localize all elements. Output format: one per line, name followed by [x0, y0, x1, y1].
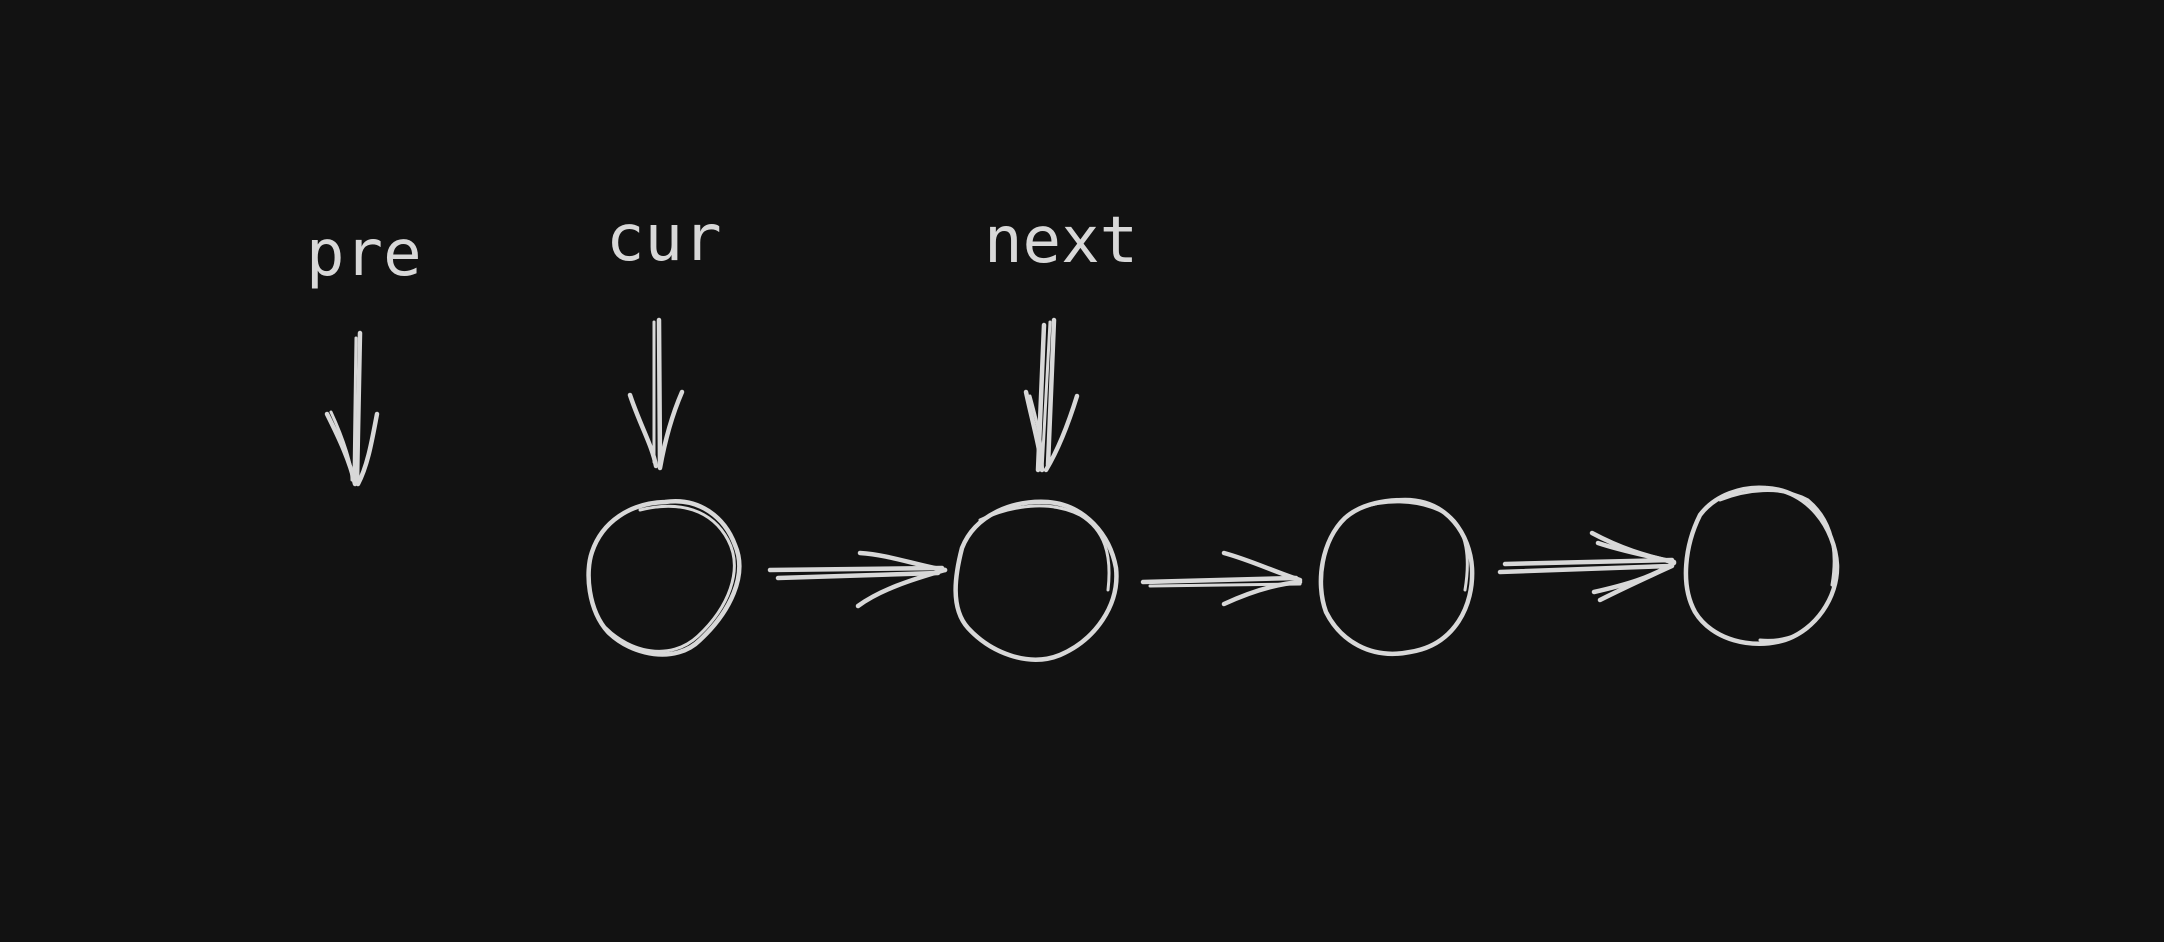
list-node-2	[953, 499, 1119, 662]
edge-arrow-1	[767, 550, 948, 609]
list-node-1	[586, 499, 742, 657]
pointer-label-cur: cur	[606, 202, 722, 276]
pointer-arrow-pre	[324, 330, 380, 487]
pointer-label-next: next	[984, 204, 1138, 278]
pointer-arrow-next	[1023, 317, 1080, 473]
pointer-arrow-cur	[627, 317, 685, 471]
list-node-4	[1683, 485, 1840, 647]
list-node-3	[1318, 497, 1475, 656]
edge-arrow-3	[1497, 530, 1677, 603]
edge-arrow-2	[1140, 550, 1303, 607]
pointer-label-pre: pre	[306, 217, 422, 291]
